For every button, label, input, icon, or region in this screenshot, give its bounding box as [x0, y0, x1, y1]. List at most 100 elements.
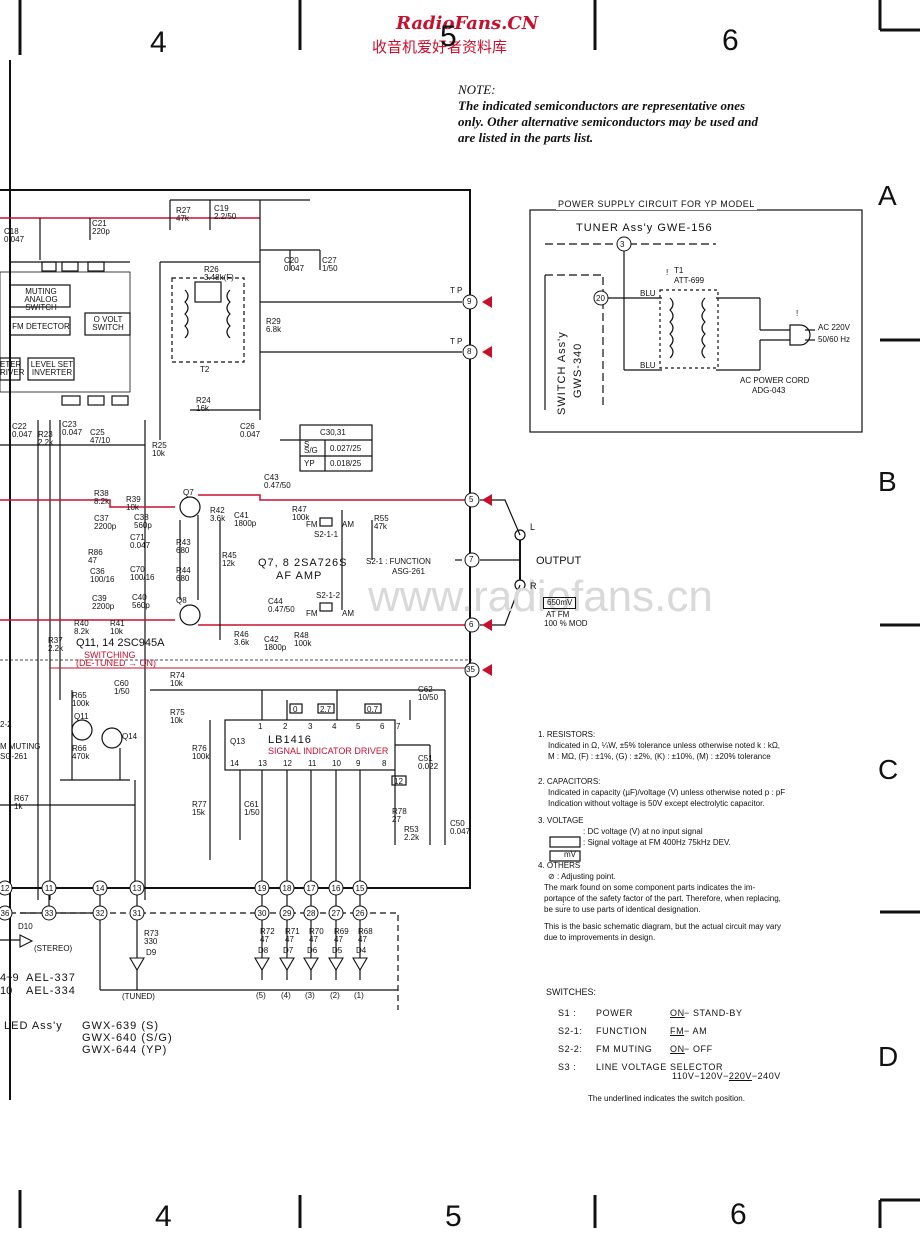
- switch-row-part: ON: [670, 1044, 685, 1054]
- note-title: NOTE:: [458, 82, 496, 97]
- ic-pin-top: 3: [308, 722, 313, 731]
- adjust-icon: ⊘: [548, 872, 555, 881]
- note-others-1: ⊘ : Adjusting point.: [548, 872, 616, 881]
- ps-node-20: 20: [596, 294, 605, 303]
- q14-label: Q14: [122, 732, 138, 741]
- ps-warn-t1: !: [666, 268, 669, 277]
- note-resistors-1: Indicated in Ω, ¼W, ±5% tolerance unless…: [548, 741, 781, 750]
- block-fm-detector: FM DETECTOR: [12, 322, 70, 331]
- output-r: R: [530, 581, 537, 591]
- t2-label: T2: [200, 365, 210, 374]
- watermark-cn: 收音机爱好者资料库: [372, 38, 508, 56]
- s2-am-top: AM: [342, 520, 354, 529]
- led-assy: LED Ass'y: [4, 1020, 63, 1032]
- output-at-fm: AT FM: [546, 610, 570, 619]
- tp-node-8: 8: [467, 347, 472, 356]
- switch-row-part: S3 :: [558, 1062, 577, 1072]
- led-diode-label: D7: [283, 946, 294, 955]
- switches-footer: The underlined indicates the switch posi…: [588, 1094, 745, 1103]
- s2-am-bot: AM: [342, 609, 354, 618]
- s2-fm-top: FM: [306, 520, 318, 529]
- output-node-35: 35: [466, 665, 475, 674]
- c30-row2-a: YP: [304, 459, 315, 468]
- d9-label: D9: [146, 948, 157, 957]
- output-node-5: 5: [469, 495, 474, 504]
- note-capacitors-1: Indicated in capacity (µF)/voltage (V) u…: [548, 788, 786, 797]
- switch-row-part: ON: [670, 1008, 685, 1018]
- ic-voltage-box: 0: [293, 705, 298, 714]
- block-meter-driver: ETER RIVER: [0, 360, 25, 377]
- ps-switch-assy: SWITCH Ass'y: [556, 331, 568, 415]
- connector-bottom: 30: [257, 909, 267, 918]
- connector-bottom: 27: [331, 909, 341, 918]
- ic-pin-bottom: 14: [230, 759, 239, 768]
- switch-row-part: − STAND-BY: [684, 1008, 743, 1018]
- grid-col-6: 6: [722, 24, 739, 57]
- grid-row-b: B: [878, 466, 897, 497]
- ic-voltage-box: 0.7: [367, 705, 379, 714]
- q8-label: Q8: [176, 596, 187, 605]
- ps-switch-model: GWS-340: [572, 342, 584, 398]
- switching-q: Q11, 14 2SC945A: [76, 637, 165, 649]
- note-line-1: The indicated semiconductors are represe…: [458, 98, 746, 113]
- note-others-title: 4. OTHERS: [538, 861, 581, 870]
- ic-pin-top: 1: [258, 722, 263, 731]
- ps-hz: 50/60 Hz: [818, 335, 851, 344]
- led-diode-label: D6: [307, 946, 318, 955]
- note-resistors-title: 1. RESISTORS:: [538, 730, 596, 739]
- note-line-3: are listed in the parts list.: [458, 130, 594, 145]
- watermark-center: www.radiofans.cn: [368, 572, 713, 621]
- note-line-2: only. Other alternative semiconductors m…: [458, 114, 758, 129]
- connector-top: 19: [257, 884, 267, 893]
- note-block: NOTE: The indicated semiconductors are r…: [458, 82, 838, 146]
- note-capacitors-title: 2. CAPACITORS:: [538, 777, 601, 786]
- grid-col-4-bottom: 4: [155, 1200, 172, 1233]
- tp-label-1: T P: [450, 286, 463, 295]
- switches-title: SWITCHES:: [546, 987, 597, 997]
- led-position: (5): [256, 991, 266, 1000]
- ps-ac: AC 220V: [818, 323, 851, 332]
- q11-label: Q11: [74, 712, 89, 721]
- note-mv-box: mV: [564, 850, 576, 859]
- switching-label: SWITCHING: [84, 650, 136, 660]
- led-sw-asg: SG-261: [0, 752, 28, 761]
- grid-row-c: C: [878, 754, 899, 785]
- switch-row-part: S1 :: [558, 1008, 577, 1018]
- switching-detuned: (DE-TUNED → ON): [76, 658, 156, 668]
- output-node-7: 7: [469, 555, 474, 564]
- output-label: OUTPUT: [536, 555, 582, 567]
- ps-cord: AC POWER CORD: [740, 376, 810, 385]
- connector-top: 17: [306, 884, 316, 893]
- ps-t1-part: ATT-699: [674, 276, 705, 285]
- notes-block: 1. RESISTORS: Indicated in Ω, ¼W, ±5% to…: [538, 729, 838, 943]
- switch-row-part: FM MUTING: [596, 1044, 653, 1054]
- ps-blu-1: BLU: [640, 289, 656, 298]
- connector-top: 15: [355, 884, 365, 893]
- led-position: (1): [354, 991, 364, 1000]
- ic-part: LB1416: [268, 734, 312, 746]
- ic-desc: SIGNAL INDICATOR DRIVER: [268, 746, 389, 756]
- note-others-3: portance of the safety factor of the par…: [544, 894, 781, 903]
- ps-blu-2: BLU: [640, 361, 656, 370]
